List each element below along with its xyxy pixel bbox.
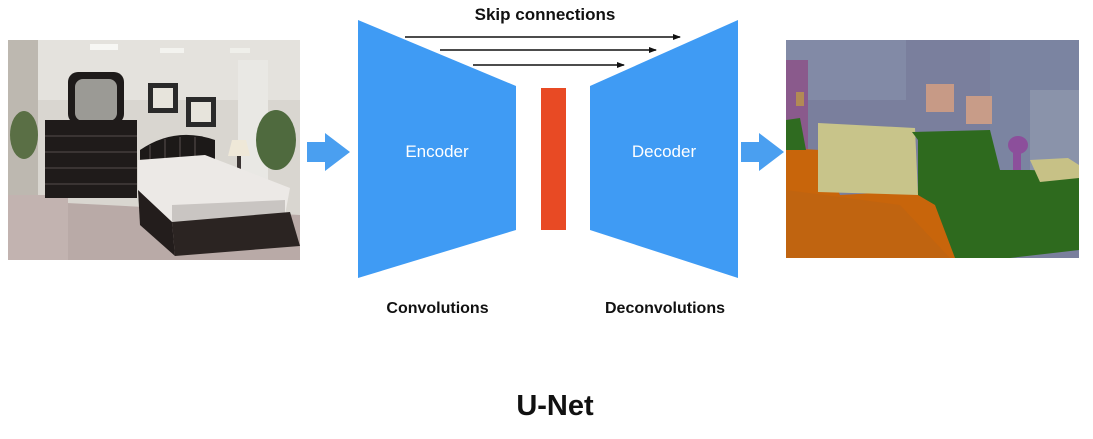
convolutions-label: Convolutions: [386, 300, 489, 317]
encoder-block: [358, 20, 516, 278]
output-image: [786, 40, 1079, 258]
input-image: [8, 40, 300, 260]
encoder-label: Encoder: [405, 142, 469, 161]
input-arrow: [307, 133, 350, 171]
skip-connections-label: Skip connections: [474, 5, 616, 24]
decoder-label: Decoder: [632, 142, 697, 161]
diagram-title: U-Net: [516, 390, 594, 422]
decoder-block: [590, 20, 738, 278]
deconvolutions-label: Deconvolutions: [604, 300, 725, 317]
output-arrow: [741, 133, 784, 171]
bottleneck-bar: [541, 88, 566, 230]
